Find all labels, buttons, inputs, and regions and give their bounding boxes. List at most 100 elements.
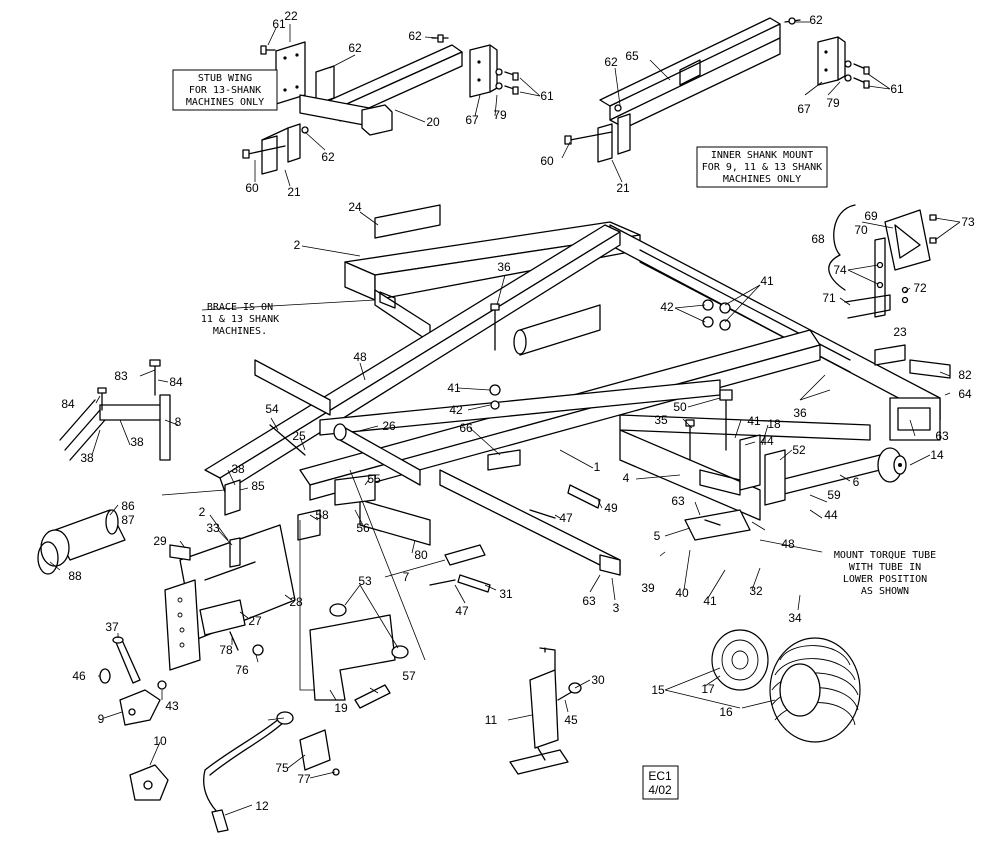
callout-18: 18 xyxy=(767,417,781,431)
callout-34: 34 xyxy=(788,611,802,625)
stamp-code: EC1 xyxy=(648,769,672,783)
callout-28: 28 xyxy=(289,595,303,609)
callout-78: 78 xyxy=(219,643,233,657)
callout-41c: 41 xyxy=(747,414,761,428)
callout-62c: 62 xyxy=(321,150,335,164)
callout-80: 80 xyxy=(414,548,428,562)
callout-37: 37 xyxy=(105,620,119,634)
callout-4: 4 xyxy=(623,471,630,485)
callout-65: 65 xyxy=(625,49,639,63)
note-stub-wing-line3: MACHINES ONLY xyxy=(186,97,264,108)
callout-24: 24 xyxy=(348,200,362,214)
callout-73: 73 xyxy=(961,215,975,229)
note-torque-tube-line1: MOUNT TORQUE TUBE xyxy=(834,550,936,561)
callout-12: 12 xyxy=(255,799,269,813)
note-inner-shank-line2: FOR 9, 11 & 13 SHANK xyxy=(702,162,822,173)
callout-67a: 67 xyxy=(465,113,479,127)
callout-19: 19 xyxy=(334,701,348,715)
callout-59: 59 xyxy=(827,488,841,502)
callout-71: 71 xyxy=(822,291,836,305)
callout-10: 10 xyxy=(153,734,167,748)
callout-38c: 38 xyxy=(231,462,245,476)
callout-25: 25 xyxy=(292,429,306,443)
note-torque-tube-line4: AS SHOWN xyxy=(861,586,909,597)
main-frame xyxy=(164,221,941,671)
decal-82 xyxy=(909,359,951,379)
decal-23 xyxy=(874,344,906,366)
callout-2b: 2 xyxy=(199,505,206,519)
note-brace: BRACE IS ON 11 & 13 SHANK MACHINES. xyxy=(201,302,279,337)
callout-41b: 41 xyxy=(447,381,461,395)
callout-31: 31 xyxy=(499,587,513,601)
callout-45: 45 xyxy=(564,713,578,727)
callout-38a: 38 xyxy=(130,435,144,449)
callout-41d: 41 xyxy=(703,594,717,608)
callout-82: 82 xyxy=(958,368,972,382)
callout-88: 88 xyxy=(68,569,82,583)
note-brace-line1: BRACE IS ON xyxy=(207,302,273,313)
callout-62b: 62 xyxy=(408,29,422,43)
callout-85: 85 xyxy=(251,479,265,493)
callout-63a: 63 xyxy=(935,429,949,443)
callout-labels: 61 22 62 62 61 20 67 79 62 60 21 62 65 6… xyxy=(61,9,975,813)
callout-62e: 62 xyxy=(809,13,823,27)
callout-67b: 67 xyxy=(797,102,811,116)
callout-15: 15 xyxy=(651,683,665,697)
callout-21a: 21 xyxy=(287,185,301,199)
callout-60a: 60 xyxy=(245,181,259,195)
callout-7: 7 xyxy=(403,570,410,584)
note-stub-wing: STUB WING FOR 13-SHANK MACHINES ONLY xyxy=(172,69,278,111)
callout-69: 69 xyxy=(864,209,878,223)
leader-lines xyxy=(49,21,961,816)
callout-55: 55 xyxy=(367,472,381,486)
callout-61a: 61 xyxy=(272,17,286,31)
note-stub-wing-line1: STUB WING xyxy=(198,73,252,84)
callout-16: 16 xyxy=(719,705,733,719)
callout-77: 77 xyxy=(297,772,311,786)
callout-86: 86 xyxy=(121,499,135,513)
callout-74: 74 xyxy=(833,263,847,277)
callout-23: 23 xyxy=(893,325,907,339)
note-inner-shank-line1: INNER SHANK MOUNT xyxy=(711,150,813,161)
hitch-parts xyxy=(99,469,426,833)
note-brace-line2: 11 & 13 SHANK xyxy=(201,314,279,325)
note-torque-tube-line2: WITH TUBE IN xyxy=(849,562,921,573)
jack-11 xyxy=(509,647,582,775)
stamp-date: 4/02 xyxy=(648,783,672,797)
callout-33: 33 xyxy=(206,521,220,535)
callout-79a: 79 xyxy=(493,108,507,122)
callout-44a: 44 xyxy=(760,434,774,448)
callout-62a: 62 xyxy=(348,41,362,55)
callout-57: 57 xyxy=(402,669,416,683)
callout-58: 58 xyxy=(315,508,329,522)
callout-75: 75 xyxy=(275,761,289,775)
callout-61c: 61 xyxy=(890,82,904,96)
inner-shank-assembly xyxy=(564,17,870,163)
callout-39: 39 xyxy=(641,581,655,595)
callout-6: 6 xyxy=(853,475,860,489)
callout-35: 35 xyxy=(654,413,668,427)
callout-70: 70 xyxy=(854,223,868,237)
callout-44b: 44 xyxy=(824,508,838,522)
callout-17: 17 xyxy=(701,682,715,696)
callout-61b: 61 xyxy=(540,89,554,103)
note-stub-wing-line2: FOR 13-SHANK xyxy=(189,85,261,96)
callout-72: 72 xyxy=(913,281,927,295)
callout-63b: 63 xyxy=(671,494,685,508)
callout-60b: 60 xyxy=(540,154,554,168)
callout-2a: 2 xyxy=(294,238,301,252)
decal-66 xyxy=(487,449,521,471)
hose-holder-group xyxy=(37,359,171,575)
callout-14: 14 xyxy=(930,448,944,462)
callout-84b: 84 xyxy=(61,397,75,411)
revision-stamp: EC1 4/02 xyxy=(642,765,679,800)
callout-30: 30 xyxy=(591,673,605,687)
callout-26: 26 xyxy=(382,419,396,433)
callout-79b: 79 xyxy=(826,96,840,110)
callout-84a: 84 xyxy=(169,375,183,389)
callout-52: 52 xyxy=(792,443,806,457)
note-torque-tube: MOUNT TORQUE TUBE WITH TUBE IN LOWER POS… xyxy=(834,550,936,597)
callout-48a: 48 xyxy=(353,350,367,364)
decal-24 xyxy=(374,204,441,239)
